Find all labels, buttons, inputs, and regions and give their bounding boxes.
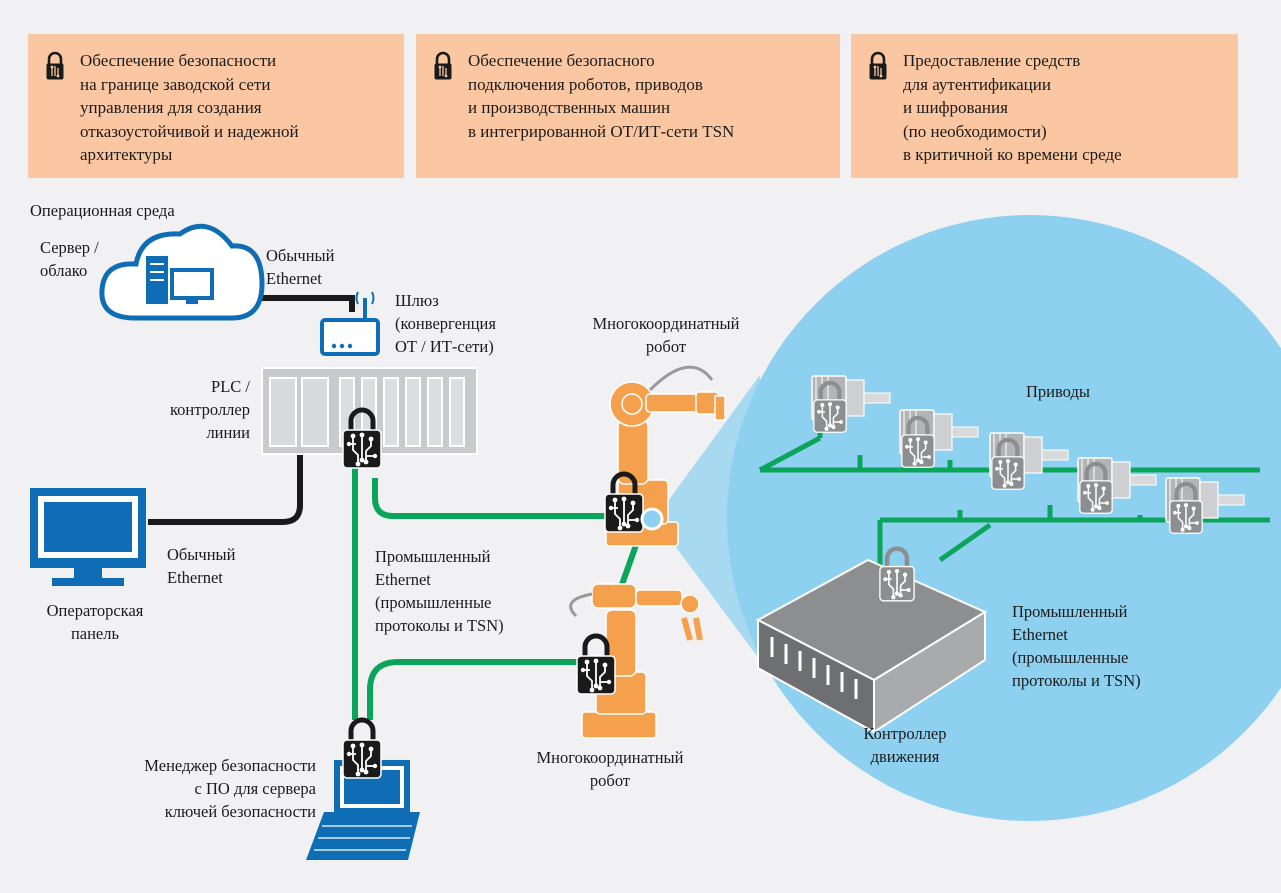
industrial-ethernet-right-label: Промышленный Ethernet (промышленные прот… <box>1012 602 1141 690</box>
feature-box-text: Предоставление средств для аутентификаци… <box>903 51 1122 165</box>
drives-label: Приводы <box>1026 382 1090 401</box>
operator-panel-label: Операторская панель <box>46 601 144 643</box>
operational-environment-label: Операционная среда <box>30 201 175 220</box>
robot-bottom-label: Многокоординатный робот <box>536 748 684 790</box>
monitor-icon <box>30 488 146 586</box>
padlock-circuit-icon <box>434 51 452 80</box>
zoom-anchor <box>640 507 664 531</box>
ethernet-top-label: Обычный Ethernet <box>266 246 335 288</box>
plc-label: PLC / контроллер линии <box>170 377 250 442</box>
zoom-callout-beam <box>655 375 760 660</box>
feature-box-connection: Обеспечение безопасного подключения робо… <box>416 34 840 178</box>
ethernet-cables <box>148 295 355 525</box>
padlock-circuit-icon <box>869 51 887 80</box>
industrial-ethernet-lines <box>352 452 648 720</box>
motion-controller-label: Контроллер движения <box>863 724 947 766</box>
security-manager-label: Менеджер безопасности с ПО для сервера к… <box>144 756 316 821</box>
robot-top-label: Многокоординатный робот <box>592 314 740 356</box>
wifi-router-icon <box>320 291 380 356</box>
feature-box-boundary: Обеспечение безопасности на границе заво… <box>28 34 404 178</box>
motion-controller-icon <box>755 558 988 734</box>
gateway-label: Шлюз (конвергенция ОТ / ИТ-сети) <box>395 291 496 356</box>
padlock-circuit-icon <box>577 636 615 694</box>
industrial-ethernet-mid-label: Промышленный Ethernet (промышленные прот… <box>375 547 504 635</box>
padlock-circuit-icon <box>46 51 64 80</box>
padlock-circuit-icon <box>343 720 381 778</box>
ethernet-left-label: Обычный Ethernet <box>167 545 236 587</box>
server-cloud-label: Сервер / облако <box>40 238 99 280</box>
feature-box-text: Обеспечение безопасного подключения робо… <box>468 51 735 141</box>
feature-box-text: Обеспечение безопасности на границе заво… <box>80 51 299 165</box>
cloud-server-icon <box>99 223 265 321</box>
feature-box-authentication: Предоставление средств для аутентификаци… <box>851 34 1238 178</box>
